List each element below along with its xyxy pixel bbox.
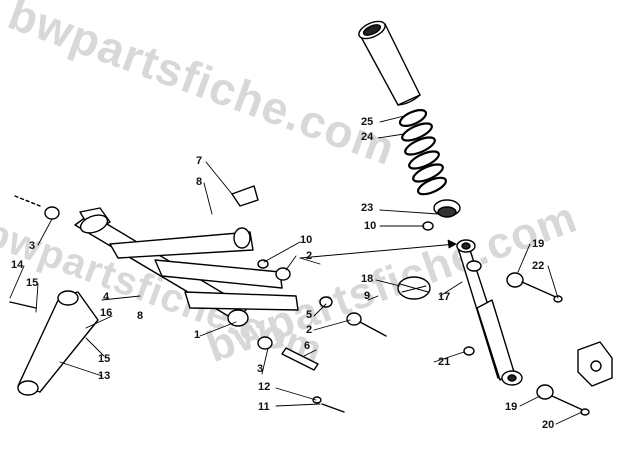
- part-number: 12: [258, 381, 271, 393]
- part-number: 17: [438, 291, 451, 303]
- part-number: 5: [306, 309, 313, 321]
- lower-bracket: [577, 341, 613, 387]
- bushing-2a: [275, 267, 291, 281]
- washer-12: [312, 396, 322, 404]
- part-number: 16: [100, 307, 113, 319]
- bolt-upper: [521, 281, 563, 303]
- spacer-6: [281, 347, 319, 371]
- part-number: 6: [304, 340, 311, 352]
- nut-10a: [257, 259, 269, 269]
- bushing-5: [319, 296, 333, 308]
- connection-arrow: [299, 243, 457, 259]
- part-number: 19: [505, 401, 518, 413]
- spring-retainer: [433, 199, 461, 218]
- nut-21: [463, 346, 475, 356]
- part-number: 15: [98, 353, 111, 365]
- a-arm-frame: [74, 207, 299, 327]
- part-number: 21: [438, 356, 451, 368]
- part-number: 22: [532, 260, 545, 272]
- bushing-3b: [257, 336, 273, 350]
- bushing-left: [44, 206, 60, 220]
- bolt-9: [359, 321, 387, 337]
- part-number: 8: [137, 310, 144, 322]
- part-number: 14: [11, 259, 24, 271]
- bushing-upper: [506, 272, 524, 288]
- part-number: 13: [98, 370, 111, 382]
- bumper: [397, 276, 431, 300]
- part-number: 1: [194, 329, 201, 341]
- part-number: 9: [364, 290, 371, 302]
- bushing-lower: [536, 384, 554, 400]
- part-number: 10: [364, 220, 377, 232]
- part-number: 19: [532, 238, 545, 250]
- shock-absorber: [456, 239, 523, 386]
- bolt-11: [321, 403, 345, 413]
- part-number: 10: [300, 234, 313, 246]
- nut-10b: [422, 221, 434, 231]
- clamp-bracket: [231, 185, 259, 207]
- bolt-lower: [551, 395, 590, 416]
- part-number: 20: [542, 419, 555, 431]
- part-number: 11: [258, 401, 270, 413]
- bolt-14: [9, 301, 37, 309]
- link-arm: [17, 290, 99, 396]
- part-number: 23: [361, 202, 374, 214]
- part-number: 8: [196, 176, 203, 188]
- part-number: 4: [103, 291, 110, 303]
- part-number: 2: [306, 324, 313, 336]
- part-number: 7: [196, 155, 203, 167]
- coil-spring: [398, 108, 448, 196]
- part-number: 24: [361, 131, 374, 143]
- part-number: 3: [29, 240, 36, 252]
- part-number: 15: [26, 277, 39, 289]
- part-number: 2: [306, 250, 313, 262]
- part-number: 25: [361, 116, 374, 128]
- bushing-2b: [346, 312, 362, 326]
- leader-lines: [9, 115, 583, 425]
- part-number: 18: [361, 273, 374, 285]
- spring-boot: [358, 20, 421, 106]
- part-number: 3: [257, 363, 264, 375]
